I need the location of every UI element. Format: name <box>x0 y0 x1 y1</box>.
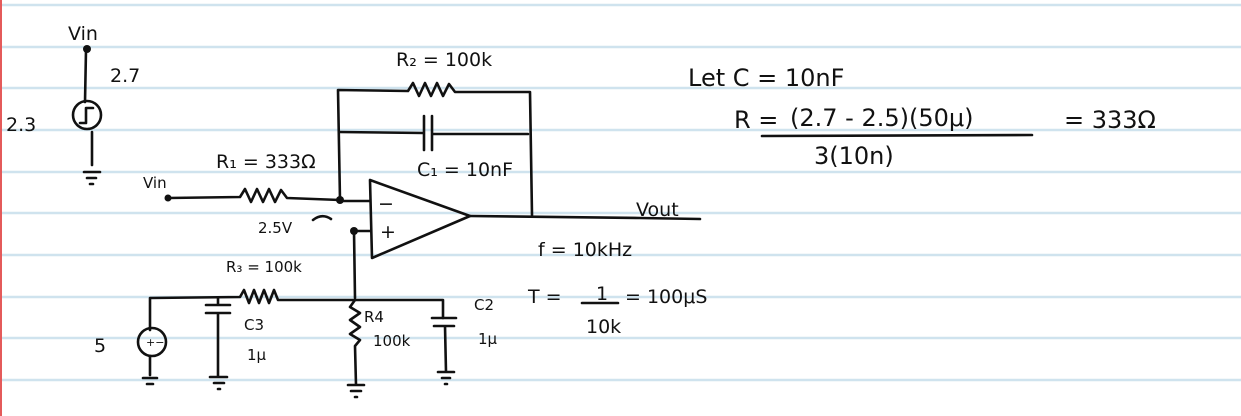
r-equation-denominator: 3(10n) <box>814 142 894 170</box>
square-wave-source-icon <box>71 99 103 131</box>
r1-label: R₁ = 333Ω <box>216 151 316 173</box>
bias-voltage-label: 2.5V <box>258 219 293 237</box>
r-equation-lhs: R = <box>734 106 778 134</box>
r-equation-result: = 333Ω <box>1064 106 1156 134</box>
period-result: = 100μS <box>625 286 707 308</box>
ground-icon <box>82 170 102 186</box>
opamp-minus-label: − <box>378 193 394 215</box>
capacitor-c1 <box>337 114 530 152</box>
resistor-r3 <box>148 288 445 332</box>
input-vin-label: Vin <box>143 174 167 192</box>
frequency-note: f = 10kHz <box>538 239 632 261</box>
dc-value-label: 5 <box>94 335 106 357</box>
vout-label: Vout <box>636 199 679 221</box>
capacitor-c3 <box>204 296 232 391</box>
pulse-source: Vin 2.7 2.3 <box>6 23 140 186</box>
opamp-plus-label: + <box>380 221 396 243</box>
c2-value: 1μ <box>478 330 498 348</box>
r3-label: R₃ = 100k <box>226 258 302 276</box>
period-numerator: 1 <box>596 283 608 305</box>
dc-source-icon <box>136 326 168 358</box>
r-equation-numerator: (2.7 - 2.5)(50μ) <box>790 104 974 132</box>
low-level-label: 2.3 <box>6 114 36 136</box>
opamp-symbol <box>368 178 472 260</box>
r4-value: 100k <box>373 332 411 350</box>
high-level-label: 2.7 <box>110 65 140 87</box>
capacitor-c2 <box>430 316 458 386</box>
r4-name: R4 <box>364 308 384 326</box>
resistor-r2 <box>336 81 534 217</box>
c3-name: C3 <box>244 316 264 334</box>
c1-label: C₁ = 10nF <box>417 159 513 181</box>
ground-icon <box>141 354 159 386</box>
c3-value: 1μ <box>247 346 267 364</box>
c2-name: C2 <box>474 296 494 314</box>
let-c-note: Let C = 10nF <box>688 64 844 92</box>
period-denominator: 10k <box>586 316 621 338</box>
source-vin-label: Vin <box>68 23 98 45</box>
period-lhs: T = <box>527 286 562 308</box>
resistor-r4 <box>346 298 366 399</box>
dc-polarity: +− <box>146 336 164 349</box>
r2-label: R₂ = 100k <box>396 49 492 71</box>
resistor-r1 <box>166 187 342 204</box>
